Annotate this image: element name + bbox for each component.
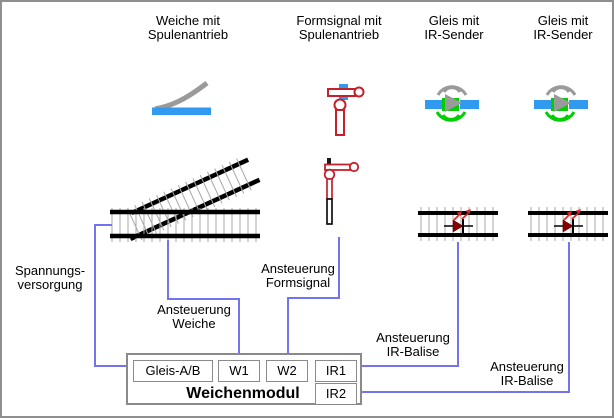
ir-balise-track-graphic xyxy=(528,207,608,241)
label-gleis-mit-ir-sender-2: Gleis mit IR-Sender xyxy=(533,14,592,42)
label-ansteuerung-ir-balise-1: Ansteuerung IR-Balise xyxy=(376,331,450,359)
label-line: IR-Sender xyxy=(424,27,484,42)
label-line: Weiche xyxy=(172,316,216,331)
wire-w2-formsignal xyxy=(287,237,340,354)
label-line: Spannungs- xyxy=(14,263,86,278)
label-line: IR-Sender xyxy=(533,27,593,42)
label-line: IR-Balise xyxy=(500,373,554,388)
label-line: Ansteuerung xyxy=(261,261,335,276)
port-w2: W2 xyxy=(266,360,308,382)
label-weiche-mit-spulenantrieb: Weiche mit Spulenantrieb xyxy=(148,14,228,42)
ir-sender-icon xyxy=(534,85,588,122)
label-spannungsversorgung: Spannungs- versorgung xyxy=(15,264,85,292)
label-gleis-mit-ir-sender-1: Gleis mit IR-Sender xyxy=(424,14,483,42)
semaphore-icon xyxy=(327,84,365,136)
weichenmodul-box: Gleis-A/B W1 W2 IR1 IR2 Weichenmodul xyxy=(126,353,362,405)
label-ansteuerung-formsignal: Ansteuerung Formsignal xyxy=(261,262,335,290)
wire-power xyxy=(94,224,126,367)
module-title: Weichenmodul xyxy=(186,385,300,402)
label-line: Spulenantrieb xyxy=(298,27,380,42)
label-line: IR-Balise xyxy=(386,344,440,359)
label-formsignal-mit-spulenantrieb: Formsignal mit Spulenantrieb xyxy=(296,14,381,42)
label-line: Ansteuerung xyxy=(490,359,564,374)
label-line: Gleis mit xyxy=(537,13,589,28)
label-line: Formsignal mit xyxy=(296,13,382,28)
label-line: Gleis mit xyxy=(428,13,480,28)
ir-balise-track-graphic xyxy=(418,207,498,241)
turnout-track-graphic xyxy=(110,157,261,242)
port-gleis-ab: Gleis-A/B xyxy=(133,360,213,382)
port-ir2: IR2 xyxy=(315,383,357,405)
label-line: versorgung xyxy=(17,277,83,292)
label-line: Weiche mit xyxy=(155,13,221,28)
port-ir1: IR1 xyxy=(315,360,357,382)
label-line: Formsignal xyxy=(265,275,331,290)
port-w1: W1 xyxy=(218,360,260,382)
label-ansteuerung-weiche: Ansteuerung Weiche xyxy=(157,303,231,331)
turnout-switch-icon xyxy=(152,81,211,115)
label-ansteuerung-ir-balise-2: Ansteuerung IR-Balise xyxy=(490,360,564,388)
label-line: Ansteuerung xyxy=(157,302,231,317)
semaphore-signal-graphic xyxy=(323,158,360,225)
label-line: Spulenantrieb xyxy=(147,27,229,42)
label-line: Ansteuerung xyxy=(376,330,450,345)
wire-w1 xyxy=(167,240,240,354)
ir-sender-icon xyxy=(425,85,479,122)
